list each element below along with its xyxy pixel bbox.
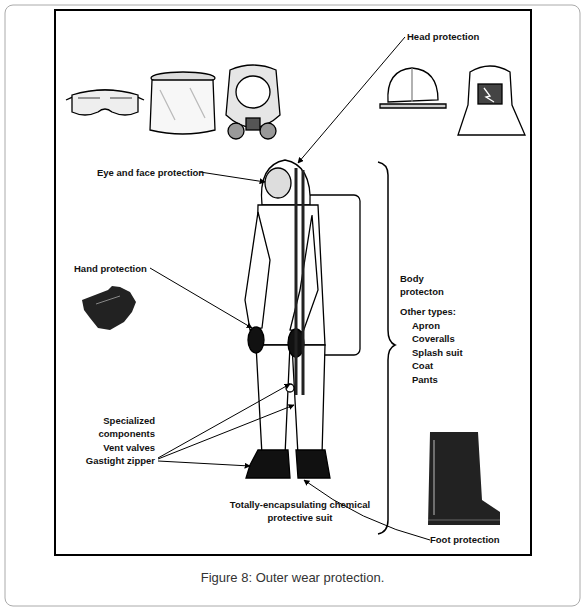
part-label: Other types: bbox=[400, 305, 456, 318]
figure-caption: Figure 8: Outer wear protection. bbox=[0, 570, 585, 586]
part-label: Hand protection bbox=[74, 262, 147, 275]
outer-frame bbox=[5, 5, 580, 606]
inner-frame bbox=[55, 10, 531, 555]
glove bbox=[82, 286, 136, 330]
part-label: Totally-encapsulating chemical protectiv… bbox=[225, 498, 375, 524]
part-label: Body protecton bbox=[400, 272, 452, 298]
part-label: Specialized components bbox=[85, 414, 155, 440]
part-label: Gastight zipper bbox=[65, 454, 155, 467]
part-label: Vent valves bbox=[75, 441, 155, 454]
hood bbox=[458, 66, 525, 135]
part-label: Apron bbox=[412, 319, 440, 332]
part-label: Coveralls bbox=[412, 332, 455, 345]
part-label: Head protection bbox=[407, 30, 479, 43]
part-label: Eye and face protection bbox=[97, 166, 204, 179]
hard-hat bbox=[380, 68, 446, 108]
respirator-mask bbox=[226, 65, 280, 139]
part-label: Pants bbox=[412, 373, 438, 386]
part-label: Coat bbox=[412, 359, 433, 372]
part-label: Foot protection bbox=[430, 533, 500, 546]
face-shield bbox=[150, 72, 215, 134]
leader-lines bbox=[150, 37, 430, 540]
goggles bbox=[66, 90, 144, 115]
part-label: Splash suit bbox=[412, 346, 463, 359]
boot bbox=[428, 432, 500, 525]
protective-suit bbox=[245, 160, 360, 478]
body-bracket bbox=[378, 162, 395, 534]
